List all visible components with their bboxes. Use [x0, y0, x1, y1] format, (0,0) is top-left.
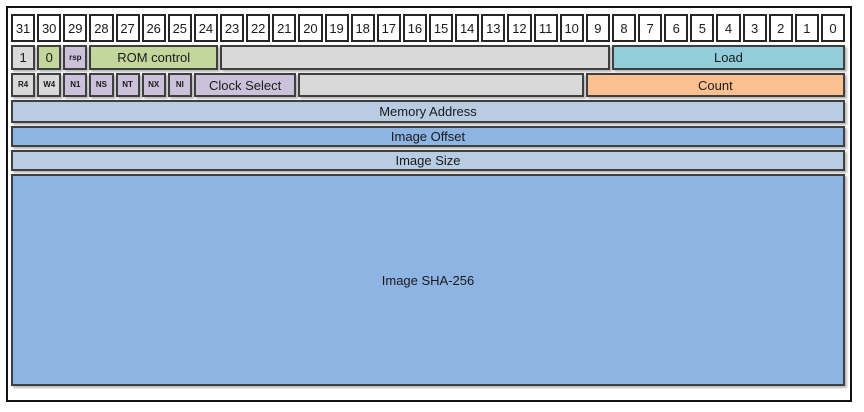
bit-label-24: 24: [193, 14, 218, 42]
field-reserved-bits-20-10: [298, 73, 584, 97]
bit-label-11: 11: [533, 14, 558, 42]
bit-label-18: 18: [350, 14, 375, 42]
field-bit30-value: 0: [37, 45, 62, 70]
field-image-size: Image Size: [11, 150, 845, 171]
bit-label-3: 3: [742, 14, 767, 42]
field-rom-control: ROM control: [89, 45, 218, 70]
field-nt: NT: [115, 73, 140, 97]
bit-label-30: 30: [37, 14, 62, 42]
bit-label-20: 20: [298, 14, 323, 42]
bit-label-4: 4: [716, 14, 741, 42]
bit-label-19: 19: [324, 14, 349, 42]
field-count: Count: [585, 73, 845, 97]
field-r4: R4: [11, 73, 36, 97]
bit-label-31: 31: [11, 14, 36, 42]
bit-label-16: 16: [402, 14, 427, 42]
bit-label-15: 15: [429, 14, 454, 42]
bit-label-22: 22: [246, 14, 271, 42]
bit-label-2: 2: [768, 14, 793, 42]
bit-label-0: 0: [820, 14, 845, 42]
bit-label-9: 9: [585, 14, 610, 42]
bit-label-21: 21: [272, 14, 297, 42]
bit-label-28: 28: [89, 14, 114, 42]
bit-label-14: 14: [455, 14, 480, 42]
field-memory-address: Memory Address: [11, 100, 845, 123]
field-n1: N1: [63, 73, 88, 97]
bit-label-12: 12: [507, 14, 532, 42]
field-w4: W4: [37, 73, 62, 97]
bit-label-26: 26: [141, 14, 166, 42]
bit-label-8: 8: [611, 14, 636, 42]
field-rsp: rsp: [63, 45, 88, 70]
bit-label-1: 1: [794, 14, 819, 42]
bit-label-27: 27: [115, 14, 140, 42]
bit-label-25: 25: [167, 14, 192, 42]
bit-label-17: 17: [376, 14, 401, 42]
bit-label-29: 29: [63, 14, 88, 42]
field-nx: NX: [141, 73, 166, 97]
field-ns: NS: [89, 73, 114, 97]
bit-label-7: 7: [638, 14, 663, 42]
field-image-sha256: Image SHA-256: [11, 174, 845, 386]
bit-label-5: 5: [690, 14, 715, 42]
bit-label-10: 10: [559, 14, 584, 42]
field-image-offset: Image Offset: [11, 126, 845, 147]
field-bit31-value: 1: [11, 45, 36, 70]
field-ni: NI: [167, 73, 192, 97]
bit-label-13: 13: [481, 14, 506, 42]
bit-label-23: 23: [220, 14, 245, 42]
bit-label-6: 6: [664, 14, 689, 42]
field-reserved-bits-23-9: [220, 45, 610, 70]
field-clock-select: Clock Select: [193, 73, 297, 97]
field-load: Load: [611, 45, 845, 70]
